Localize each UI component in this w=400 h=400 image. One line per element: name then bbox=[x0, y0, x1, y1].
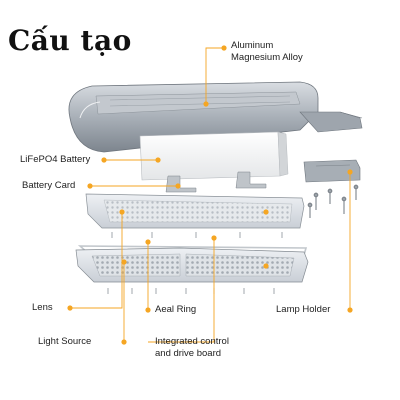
diagram-title: Cấu tạo bbox=[8, 24, 132, 57]
label-lamp-holder: Lamp Holder bbox=[276, 304, 331, 315]
label-battery-card: Battery Card bbox=[22, 180, 76, 191]
label-aluminum-line1: Aluminum bbox=[231, 40, 274, 51]
pin-row-icon bbox=[107, 288, 275, 294]
lens-panel-icon bbox=[85, 193, 305, 229]
label-lens: Lens bbox=[32, 302, 53, 313]
callout-dots bbox=[67, 45, 353, 345]
label-control-line2: and drive board bbox=[155, 348, 222, 359]
label-aluminum-line2: Magnesium Alloy bbox=[231, 52, 303, 63]
label-control-line1: Integrated control bbox=[155, 336, 229, 347]
battery-pack-icon bbox=[139, 131, 289, 181]
label-aeal-ring: Aeal Ring bbox=[155, 304, 197, 315]
led-light-source-icon bbox=[75, 247, 309, 283]
pin-row-icon bbox=[111, 232, 283, 238]
callout-lines bbox=[70, 47, 351, 343]
screws-icon bbox=[307, 184, 359, 218]
label-battery: LiFePO4 Battery bbox=[20, 154, 91, 165]
label-light-source: Light Source bbox=[38, 336, 92, 347]
battery-bracket-icon bbox=[165, 171, 267, 193]
lamp-holder-bracket-icon bbox=[303, 159, 361, 183]
